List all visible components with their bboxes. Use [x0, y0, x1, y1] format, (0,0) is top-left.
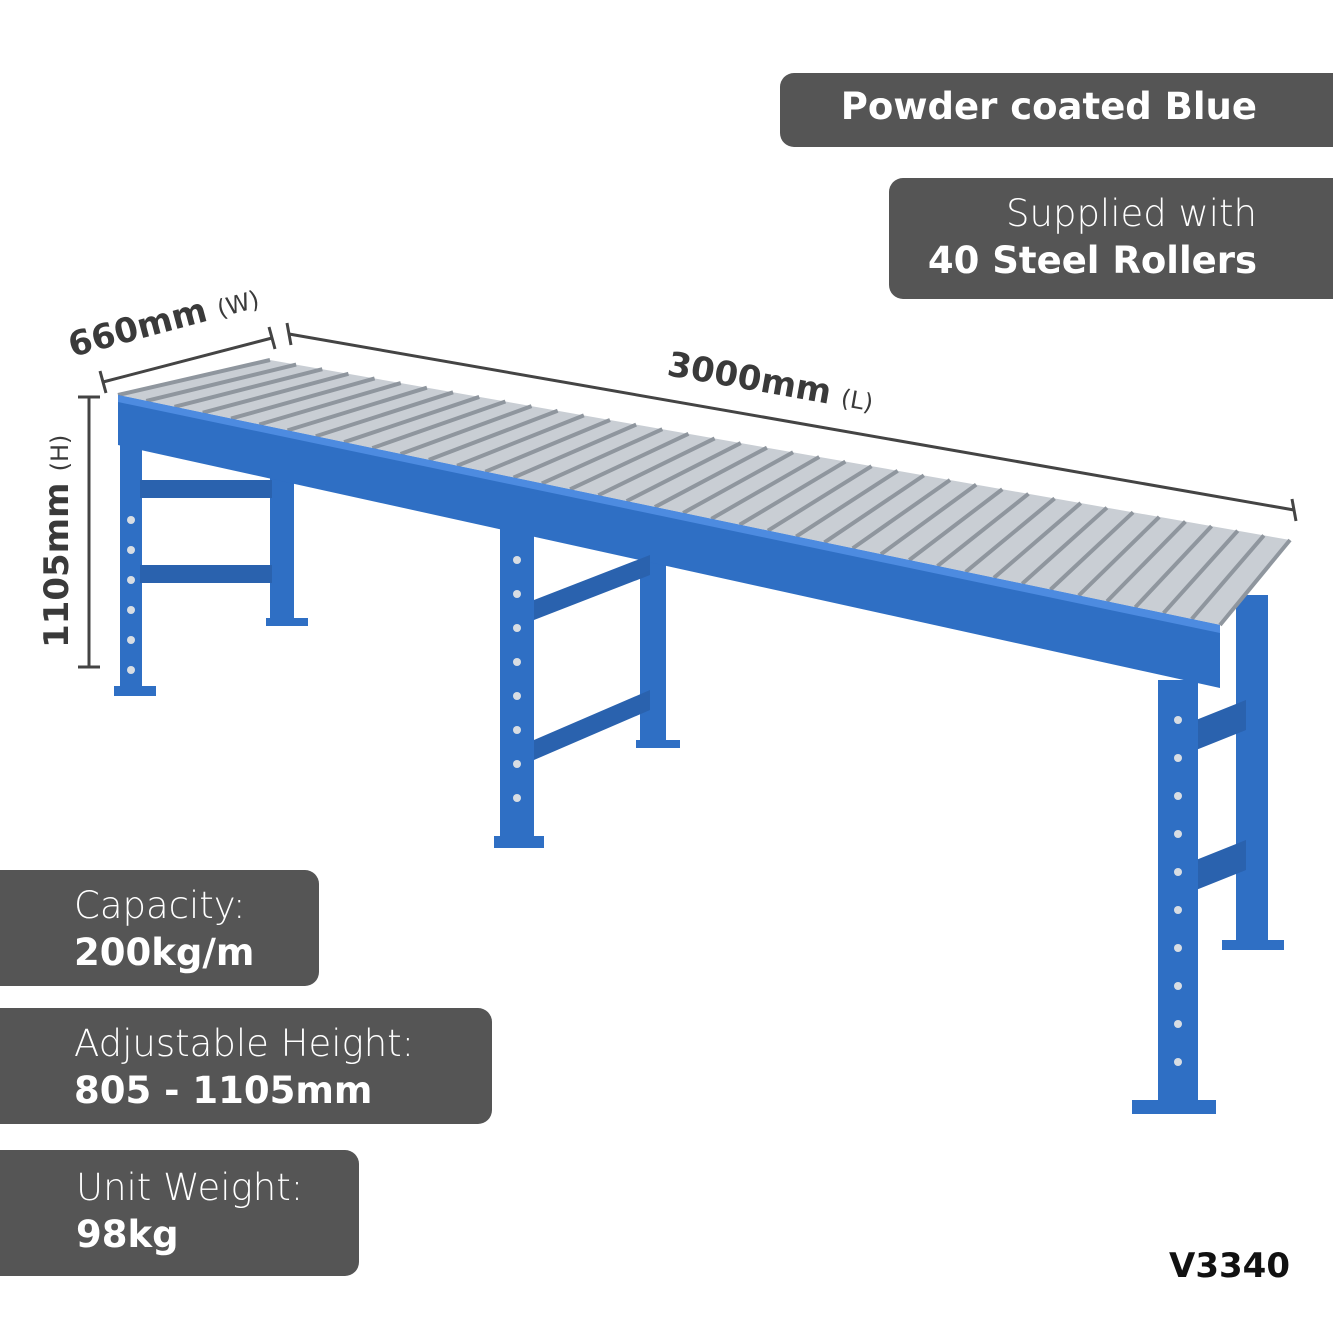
roller — [428, 408, 559, 462]
bolt-hole — [513, 658, 521, 666]
roller — [795, 469, 899, 539]
roller — [258, 381, 402, 427]
roller — [936, 492, 1030, 568]
roller — [541, 427, 664, 486]
roller — [145, 362, 297, 403]
roller — [766, 464, 873, 533]
roller — [1162, 529, 1240, 615]
bolt-hole — [513, 692, 521, 700]
bolt-hole — [1174, 792, 1182, 800]
roller — [964, 496, 1056, 574]
capacity-value: 200kg/m — [74, 931, 255, 974]
bolt-hole — [127, 606, 135, 614]
bolt-hole — [1174, 1020, 1182, 1028]
roller — [286, 385, 428, 433]
roller — [710, 455, 821, 521]
roller — [1020, 506, 1109, 586]
roller — [1049, 510, 1135, 592]
roller — [174, 367, 323, 409]
rollers-badge: Supplied with 40 Steel Rollers — [889, 178, 1333, 299]
sku-code: V3340 — [1169, 1246, 1290, 1286]
capacity-label: Capacity: — [74, 884, 246, 927]
height-dimension-line — [78, 395, 100, 669]
bolt-hole — [1174, 868, 1182, 876]
bolt-hole — [1174, 944, 1182, 952]
roller — [484, 418, 611, 474]
roller — [653, 445, 768, 509]
roller — [230, 376, 376, 421]
roller-bed — [118, 360, 1290, 625]
weight-badge: Unit Weight: 98kg — [0, 1150, 359, 1276]
rollers-line2: 40 Steel Rollers — [927, 239, 1257, 282]
roller — [1218, 538, 1292, 627]
front-middle-leg — [494, 520, 650, 848]
bolt-hole — [127, 546, 135, 554]
roller — [456, 413, 585, 468]
height-value: 805 - 1105mm — [74, 1069, 373, 1112]
bolt-hole — [513, 760, 521, 768]
rollers-line1: Supplied with — [1006, 192, 1257, 235]
bolt-hole — [513, 726, 521, 734]
length-dimension-line — [285, 322, 1298, 522]
roller — [851, 478, 952, 550]
bolt-hole — [127, 666, 135, 674]
height-label: Adjustable Height: — [74, 1022, 415, 1065]
roller — [315, 390, 454, 439]
back-right-leg — [1196, 595, 1284, 950]
roller — [117, 358, 271, 397]
roller — [1077, 515, 1161, 597]
side-rail-front — [118, 395, 1220, 688]
roller — [738, 459, 847, 527]
bolt-hole — [513, 794, 521, 802]
capacity-badge: Capacity: 200kg/m — [0, 870, 319, 986]
bolt-hole — [127, 576, 135, 584]
bolt-holes — [127, 516, 1182, 1066]
bolt-hole — [1174, 982, 1182, 990]
bolt-hole — [1174, 1058, 1182, 1066]
bolt-hole — [513, 624, 521, 632]
bolt-hole — [127, 636, 135, 644]
back-middle-leg — [636, 555, 680, 748]
roller — [343, 395, 480, 445]
roller — [512, 422, 637, 480]
roller — [879, 483, 978, 556]
back-left-leg — [266, 462, 308, 626]
bolt-hole — [1174, 754, 1182, 762]
side-rail-top — [118, 395, 1220, 633]
length-dimension-label: 3000mm (L) — [664, 344, 876, 420]
bolt-hole — [513, 556, 521, 564]
roller — [907, 487, 1004, 562]
roller — [597, 436, 716, 498]
weight-label: Unit Weight: — [76, 1166, 304, 1209]
finish-badge: Powder coated Blue — [780, 73, 1333, 147]
bolt-hole — [513, 590, 521, 598]
bolt-hole — [127, 516, 135, 524]
roller — [399, 404, 533, 456]
roller — [1133, 524, 1213, 609]
roller — [682, 450, 795, 515]
roller — [823, 473, 925, 545]
bolt-hole — [1174, 830, 1182, 838]
finish-text: Powder coated Blue — [840, 85, 1257, 128]
bolt-hole — [1174, 716, 1182, 724]
roller — [992, 501, 1083, 580]
weight-value: 98kg — [76, 1213, 179, 1256]
roller — [371, 399, 507, 450]
width-dimension-label: 660mm (W) — [64, 276, 263, 365]
height-dimension-label: 1105mm (H) — [37, 435, 77, 648]
height-badge: Adjustable Height: 805 - 1105mm — [0, 1008, 492, 1124]
roller — [1105, 520, 1187, 603]
rollers — [117, 358, 1292, 627]
roller — [1190, 534, 1266, 621]
width-dimension-line — [98, 326, 277, 394]
roller — [569, 432, 690, 492]
bolt-hole — [1174, 906, 1182, 914]
front-right-leg — [1132, 680, 1216, 1114]
roller — [202, 371, 349, 415]
roller — [625, 441, 742, 503]
front-left-leg — [114, 440, 272, 696]
